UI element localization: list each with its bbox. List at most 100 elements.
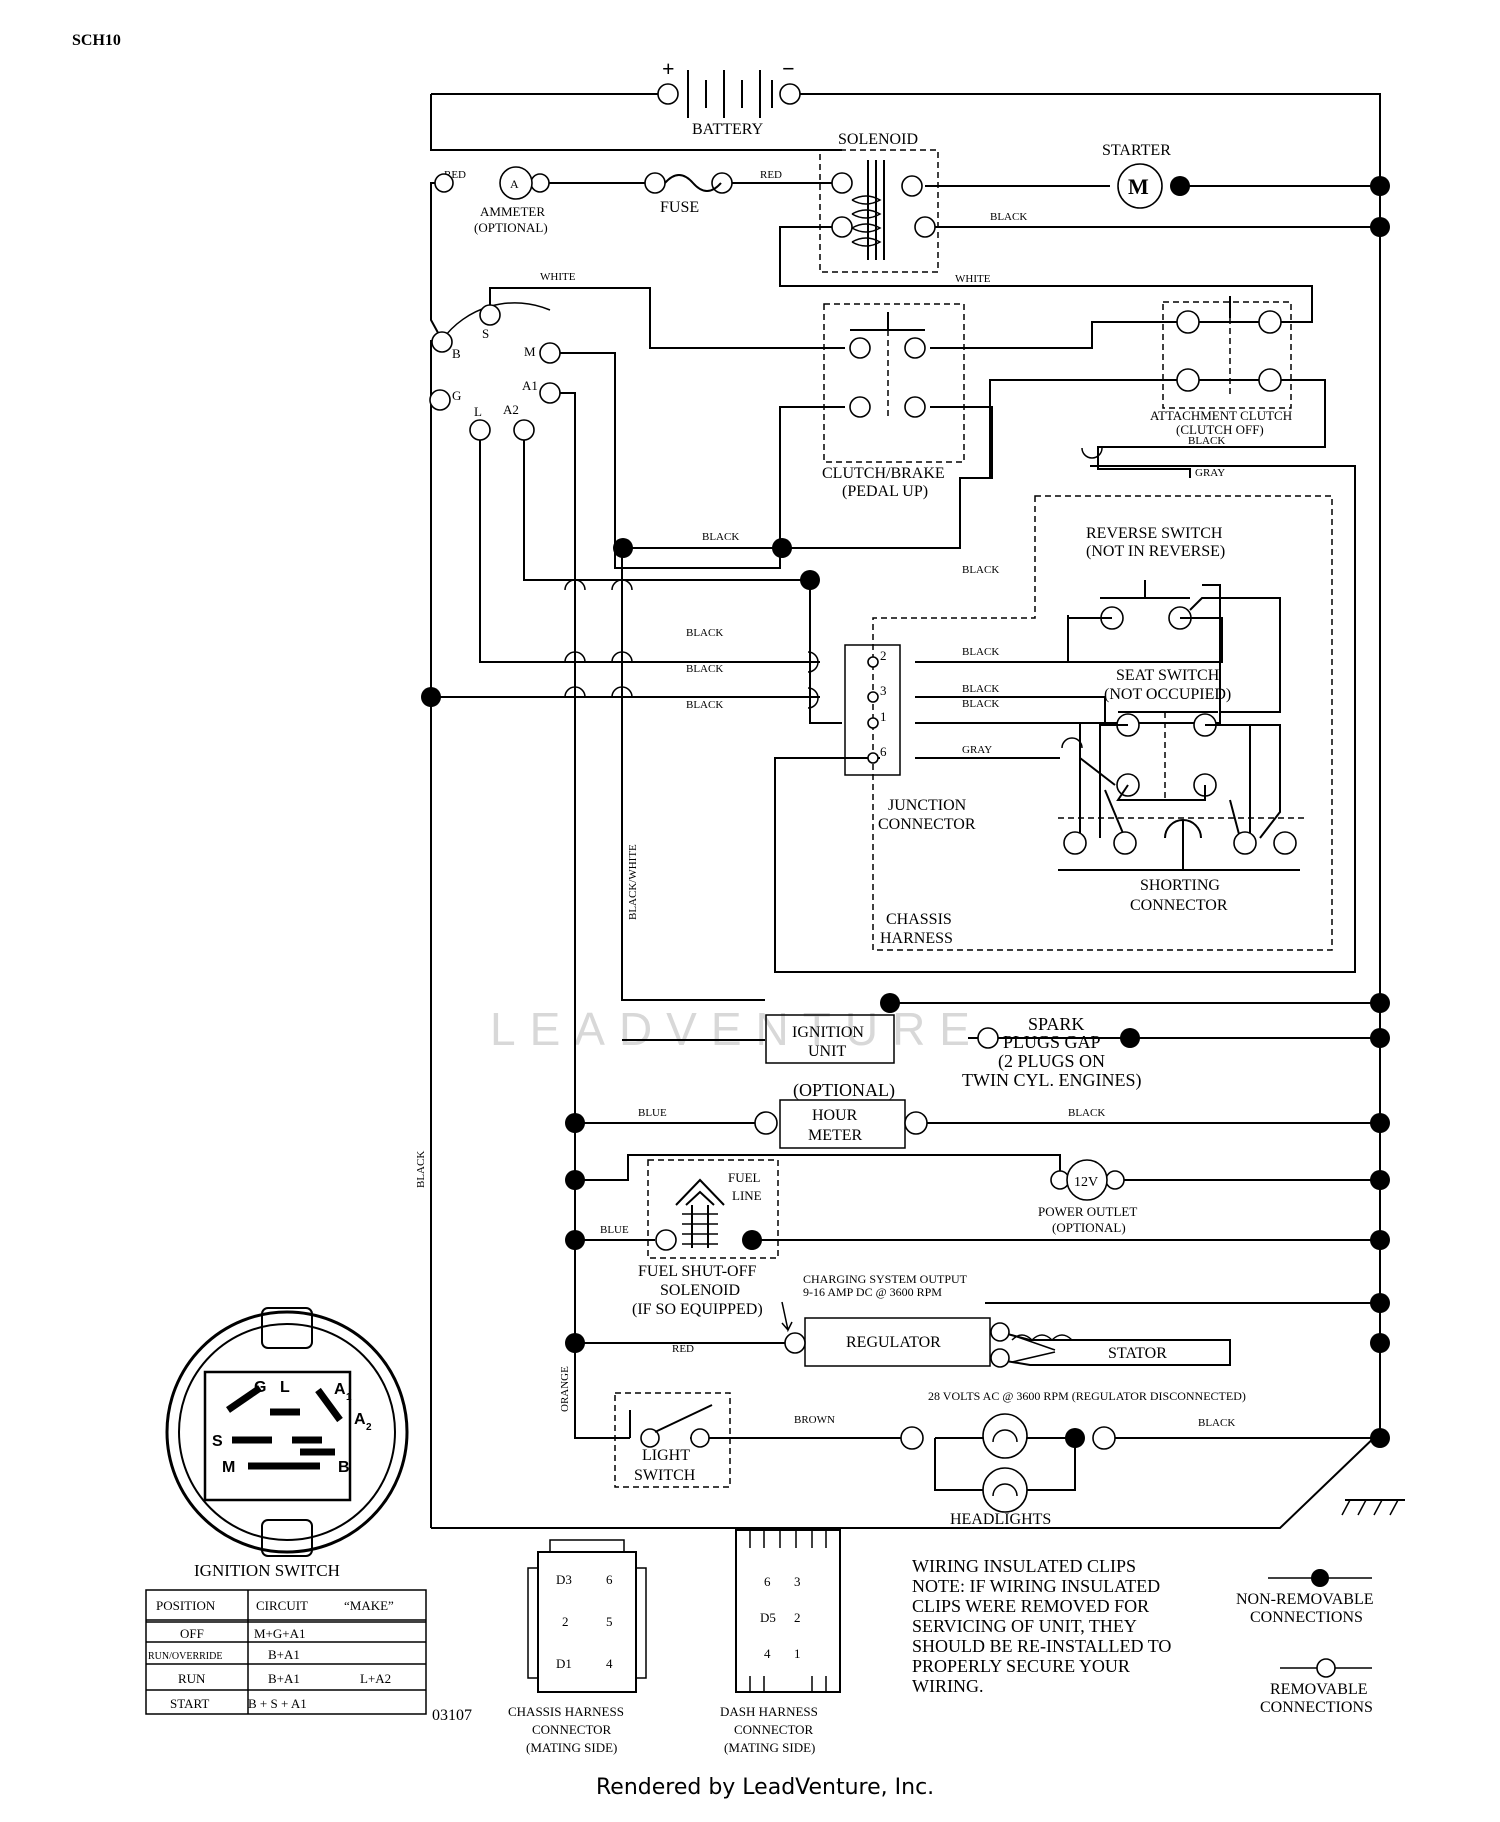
note-line-7: WIRING. [912,1676,983,1696]
shorting-connector: SHORTING CONNECTOR [1058,817,1305,914]
spark-plugs-line-2: PLUGS GAP [1003,1032,1101,1052]
stator-label: STATOR [1108,1345,1167,1362]
face-terminal-m: M [222,1459,235,1476]
ignition-unit-label-2: UNIT [808,1043,846,1060]
legend-non-removable-1: NON-REMOVABLE [1236,1591,1373,1608]
table-header-position: POSITION [156,1598,216,1613]
spark-plugs-line-1: SPARK [1028,1014,1084,1034]
terminal-m: M [524,344,536,359]
attachment-clutch-switch: ATTACHMENT CLUTCH (CLUTCH OFF) [1150,296,1292,437]
face-terminal-b: B [338,1459,350,1476]
chassis-harness-label-1: CHASSIS [886,911,952,928]
note-line-2: NOTE: IF WIRING INSULATED [912,1576,1160,1596]
battery: + − BATTERY [657,56,801,138]
dash-pin-d5: D5 [760,1610,776,1625]
wire-label-black: BLACK [702,531,739,543]
regulator-label: REGULATOR [846,1334,941,1351]
wire-label-gray: GRAY [1195,467,1225,479]
wire-label-orange: ORANGE [559,1366,571,1412]
chassis-harness-label-2: HARNESS [880,930,953,947]
power-outlet-label: POWER OUTLET [1038,1204,1137,1219]
attachment-clutch-label: ATTACHMENT CLUTCH [1150,408,1292,423]
power-outlet-symbol: 12V [1074,1175,1098,1190]
light-switch-label-1: LIGHT [642,1447,690,1464]
table-row-off-circuit: M+G+A1 [254,1626,306,1641]
note-line-1: WIRING INSULATED CLIPS [912,1556,1136,1576]
table-row-start-circuit: B + S + A1 [248,1696,307,1711]
dash-connector-line-1: DASH HARNESS [720,1704,818,1719]
reverse-switch: REVERSE SWITCH (NOT IN REVERSE) [1067,525,1281,713]
dash-pin-2: 2 [794,1610,801,1625]
junction-connector-label-2: CONNECTOR [878,816,976,833]
wire-label-black: BLACK [962,683,999,695]
note-line-4: SERVICING OF UNIT, THEY [912,1616,1137,1636]
wire-label-blue: BLUE [638,1107,667,1119]
wire-label-red: RED [672,1343,694,1355]
regulator: REGULATOR CHARGING SYSTEM OUTPUT 9-16 AM… [781,1272,1010,1368]
hour-meter-label-1: HOUR [812,1107,858,1124]
junction-pin-1: 1 [880,709,887,724]
table-row-run-make: L+A2 [360,1671,391,1686]
ammeter-note: (OPTIONAL) [474,220,548,235]
dash-pin-6: 6 [764,1574,771,1589]
wire-label-blue: BLUE [600,1224,629,1236]
fuse-label: FUSE [660,199,699,216]
fuel-line-label-2: LINE [732,1188,762,1203]
chassis-harness-connector: D3 6 2 5 D1 4 CHASSIS HARNESS CONNECTOR … [508,1539,647,1755]
shorting-connector-label-1: SHORTING [1140,877,1220,894]
note-line-5: SHOULD BE RE-INSTALLED TO [912,1636,1171,1656]
starter-motor-symbol: M [1128,174,1149,199]
legend-non-removable-2: CONNECTIONS [1250,1609,1363,1626]
junction-pin-2: 2 [880,648,887,663]
wire-label-black: BLACK [686,699,723,711]
ignition-unit-label-1: IGNITION [792,1024,864,1041]
charging-output-line-2: 9-16 AMP DC @ 3600 RPM [803,1285,942,1299]
stator: STATOR 28 VOLTS AC @ 3600 RPM (REGULATOR… [928,1334,1246,1403]
power-outlet-note: (OPTIONAL) [1052,1220,1126,1235]
wire-label-black: BLACK [1188,435,1225,447]
dash-pin-4: 4 [764,1646,771,1661]
reverse-switch-label: REVERSE SWITCH [1086,525,1223,542]
hour-meter: (OPTIONAL) HOUR METER [754,1080,928,1149]
face-terminal-a-sub-2: 2 [366,1422,372,1433]
wire-label-black: BLACK [415,1151,427,1188]
fuel-shutoff-solenoid: FUEL LINE FUEL SHUT-OFF SOLENOID (IF SO … [632,1159,779,1318]
dash-connector-line-3: (MATING SIDE) [724,1740,815,1755]
hour-meter-label-2: METER [808,1127,863,1144]
reverse-switch-note: (NOT IN REVERSE) [1086,543,1225,560]
headlights-label: HEADLIGHTS [950,1511,1051,1528]
starter-label: STARTER [1102,142,1171,159]
junction-connector: 2 3 1 6 JUNCTION CONNECTOR [844,644,976,833]
fuel-solenoid-line-1: FUEL SHUT-OFF [638,1263,757,1280]
table-row-override-position: RUN/OVERRIDE [148,1651,222,1662]
solenoid: SOLENOID [819,131,939,273]
chassis-connector-line-2: CONNECTOR [532,1722,612,1737]
fuel-solenoid-line-2: SOLENOID [660,1282,740,1299]
battery-label: BATTERY [692,121,764,138]
solenoid-label: SOLENOID [838,131,918,148]
ammeter-symbol: A [510,177,519,191]
wire-label-black: BLACK [686,663,723,675]
terminal-b: B [452,346,461,361]
legend-removable-2: CONNECTIONS [1260,1699,1373,1716]
spark-plugs: SPARK PLUGS GAP (2 PLUGS ON TWIN CYL. EN… [962,1014,1141,1091]
table-row-run-circuit: B+A1 [268,1671,300,1686]
ammeter-label: AMMETER [480,204,545,219]
starter: M STARTER [1102,142,1171,209]
terminal-a1: A1 [522,378,538,393]
ignition-switch-terminals: S B M A1 G L A2 [429,302,561,441]
wire-label-gray: GRAY [962,744,992,756]
dash-pin-1: 1 [794,1646,801,1661]
attachment-clutch-note: (CLUTCH OFF) [1176,422,1264,437]
terminal-s: S [482,326,489,341]
wire-label-black: BLACK [962,564,999,576]
table-row-run-position: RUN [178,1671,206,1686]
footer-credit: Rendered by LeadVenture, Inc. [596,1775,934,1800]
wire-label-black: BLACK [962,698,999,710]
note-line-6: PROPERLY SECURE YOUR [912,1656,1130,1676]
ignition-unit: IGNITION UNIT [765,1014,999,1064]
wire-label-black: BLACK [1198,1417,1235,1429]
table-row-off-position: OFF [180,1626,204,1641]
table-row-override-circuit: B+A1 [268,1647,300,1662]
